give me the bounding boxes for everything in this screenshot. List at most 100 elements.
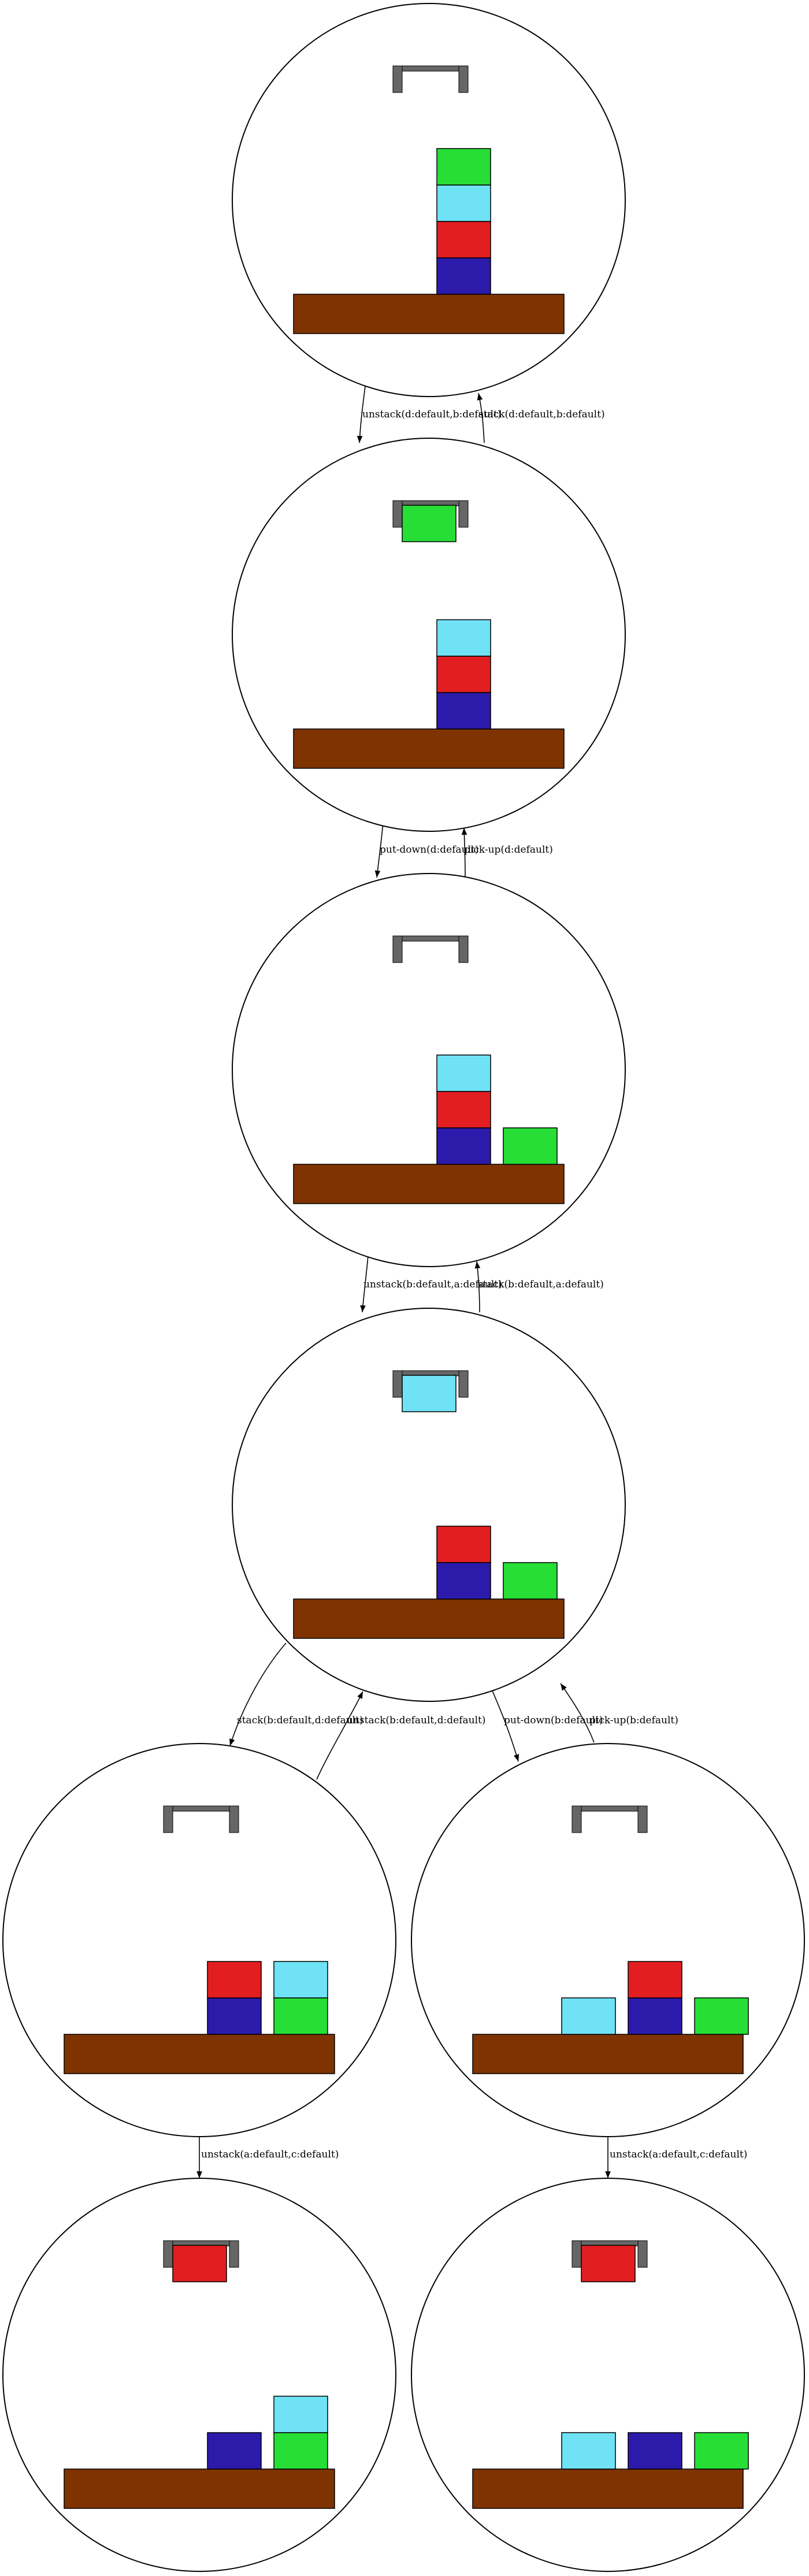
block-c (436, 619, 491, 657)
block-c (273, 1961, 328, 1998)
gripper-icon (572, 2240, 648, 2268)
table-surface (472, 2468, 744, 2509)
edge-label-e8: unstack(b:default,d:default) (347, 1715, 485, 1726)
held-block-a (172, 2245, 227, 2282)
block-c (436, 1054, 491, 1092)
gripper-bar (572, 1805, 648, 1812)
gripper-right-claw (637, 2240, 648, 2268)
gripper-bar (392, 65, 469, 72)
gripper-left-claw (163, 1805, 173, 1833)
block-d (503, 1127, 558, 1165)
block-b (628, 2432, 682, 2470)
gripper-right-claw (229, 2240, 239, 2268)
gripper-icon (392, 500, 469, 528)
block-d (273, 1997, 328, 2035)
block-d (694, 1997, 749, 2035)
state-node-s5 (2, 1743, 396, 2137)
block-c (436, 184, 491, 222)
held-block-d (402, 505, 457, 542)
gripper-right-claw (229, 1805, 239, 1833)
edge-label-e7: stack(b:default,d:default) (237, 1715, 363, 1726)
state-node-s8 (411, 2178, 805, 2572)
edge-arrow-s2-s1 (477, 393, 485, 443)
gripper-right-claw (458, 65, 469, 93)
block-a (436, 656, 491, 693)
block-c (273, 2396, 328, 2433)
gripper-bar (392, 935, 469, 942)
edge-label-e6: stack(b:default,a:default) (478, 1279, 604, 1290)
edge-arrow-s5-s4 (316, 1691, 363, 1780)
edge-arrow-s2-s3 (374, 821, 384, 878)
gripper-left-claw (392, 500, 403, 528)
gripper-left-claw (392, 935, 403, 963)
state-node-s7 (2, 2178, 396, 2572)
table-surface (293, 294, 565, 334)
gripper-right-claw (637, 1805, 648, 1833)
gripper-left-claw (572, 1805, 582, 1833)
gripper-left-claw (392, 65, 403, 93)
gripper-right-claw (458, 500, 469, 528)
edge-arrow-s3-s4 (360, 1255, 369, 1313)
state-node-s3 (232, 873, 626, 1267)
edge-label-e12: unstack(a:default,c:default) (610, 2149, 747, 2160)
block-c (561, 1997, 616, 2035)
table-surface (64, 2034, 335, 2074)
gripper-icon (392, 65, 469, 93)
state-circle (411, 1743, 805, 2137)
table-surface (64, 2468, 335, 2509)
edge-arrow-s4-s6 (491, 1687, 519, 1762)
held-block-c (402, 1375, 457, 1412)
table-surface (293, 1598, 565, 1639)
edge-label-e5: unstack(b:default,a:default) (363, 1279, 502, 1290)
block-a (628, 1961, 682, 1998)
edge-arrow-s3-s2 (461, 827, 467, 877)
edge-arrow-s4-s5 (229, 1642, 287, 1746)
gripper-left-claw (572, 2240, 582, 2268)
state-node-s1 (232, 3, 626, 397)
table-surface (293, 1164, 565, 1204)
gripper-icon (392, 935, 469, 963)
edge-labels-layer: unstack(d:default,b:default)stack(d:defa… (201, 409, 747, 2160)
edge-label-e4: pick-up(d:default) (464, 844, 553, 856)
edge-label-e1: unstack(d:default,b:default) (362, 409, 501, 420)
block-a (436, 221, 491, 258)
gripper-left-claw (392, 1370, 403, 1398)
held-block-a (581, 2245, 636, 2282)
state-circle (232, 1308, 626, 1702)
table-surface (293, 728, 565, 769)
block-b (436, 692, 491, 730)
edge-arrow-s4-s3 (474, 1261, 481, 1313)
block-d (694, 2432, 749, 2470)
block-d (436, 148, 491, 186)
block-a (207, 1961, 262, 1998)
gripper-icon (163, 1805, 239, 1833)
gripper-icon (392, 1370, 469, 1398)
edge-label-e9: put-down(b:default) (504, 1715, 603, 1726)
state-node-s6 (411, 1743, 805, 2137)
block-a (436, 1526, 491, 1563)
state-circle (2, 2178, 396, 2572)
block-c (561, 2432, 616, 2470)
edge-arrow-s6-s4 (560, 1683, 595, 1743)
block-b (436, 257, 491, 295)
block-b (436, 1562, 491, 1600)
edge-label-e11: unstack(a:default,c:default) (201, 2149, 339, 2160)
state-node-s2 (232, 438, 626, 832)
gripper-left-claw (163, 2240, 173, 2268)
state-circle (232, 873, 626, 1267)
edge-arrow-s1-s2 (357, 386, 366, 443)
state-circle (2, 1743, 396, 2137)
block-b (436, 1127, 491, 1165)
gripper-right-claw (458, 1370, 469, 1398)
block-b (207, 2432, 262, 2470)
block-a (436, 1091, 491, 1128)
table-surface (472, 2034, 744, 2074)
state-node-s4 (232, 1308, 626, 1702)
state-circle (232, 3, 626, 397)
edges-layer (196, 386, 611, 2178)
gripper-icon (572, 1805, 648, 1833)
gripper-right-claw (458, 935, 469, 963)
state-circle (411, 2178, 805, 2572)
block-b (628, 1997, 682, 2035)
